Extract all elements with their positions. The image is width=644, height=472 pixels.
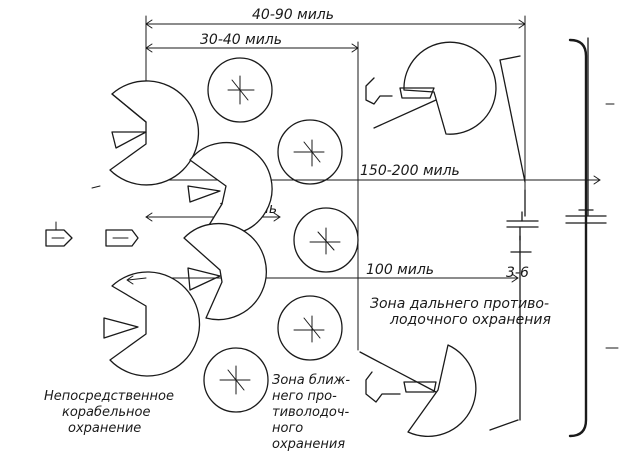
far-zone-bracket bbox=[568, 38, 588, 438]
label-30-40: 30-40 миль bbox=[200, 32, 282, 48]
far-patrol-sector-top bbox=[365, 41, 526, 183]
carrier-symbol-near bbox=[506, 211, 539, 253]
label-3-6: 3-6 bbox=[506, 265, 529, 281]
near-patrol-circle-3 bbox=[293, 207, 359, 273]
near-patrol-circle-1 bbox=[207, 57, 273, 123]
near-patrol-circle-5 bbox=[203, 347, 269, 413]
far-patrol-sector-bottom bbox=[359, 344, 519, 437]
far-zone-label: Зона дальнего противо- лодочного охранен… bbox=[370, 296, 554, 328]
close-guard-label: Непосредственное корабельное охранение bbox=[44, 389, 178, 436]
label-40-90: 40-90 миль bbox=[252, 7, 334, 23]
escort-circle-top-left bbox=[109, 80, 200, 186]
lead-ship-icon bbox=[45, 221, 73, 247]
escort-circle-bottom-left bbox=[103, 271, 201, 377]
escort-circle-mid-bottom bbox=[183, 222, 267, 321]
near-zone-label: Зона ближ- него про- тиволодоч- ного охр… bbox=[272, 373, 354, 452]
dimension-100: 100 миль bbox=[145, 262, 519, 283]
escort-circle-mid-top bbox=[187, 141, 273, 236]
dimension-30-40: 30-40 миль bbox=[145, 32, 359, 53]
main-ship-icon bbox=[105, 229, 139, 247]
dimension-40-90: 40-90 миль bbox=[145, 7, 526, 201]
label-100: 100 миль bbox=[366, 262, 434, 278]
label-150-200: 150-200 миль bbox=[360, 163, 460, 179]
near-patrol-circle-2 bbox=[277, 119, 343, 185]
carrier-symbol-far bbox=[565, 207, 607, 233]
near-patrol-circle-4 bbox=[277, 295, 343, 361]
